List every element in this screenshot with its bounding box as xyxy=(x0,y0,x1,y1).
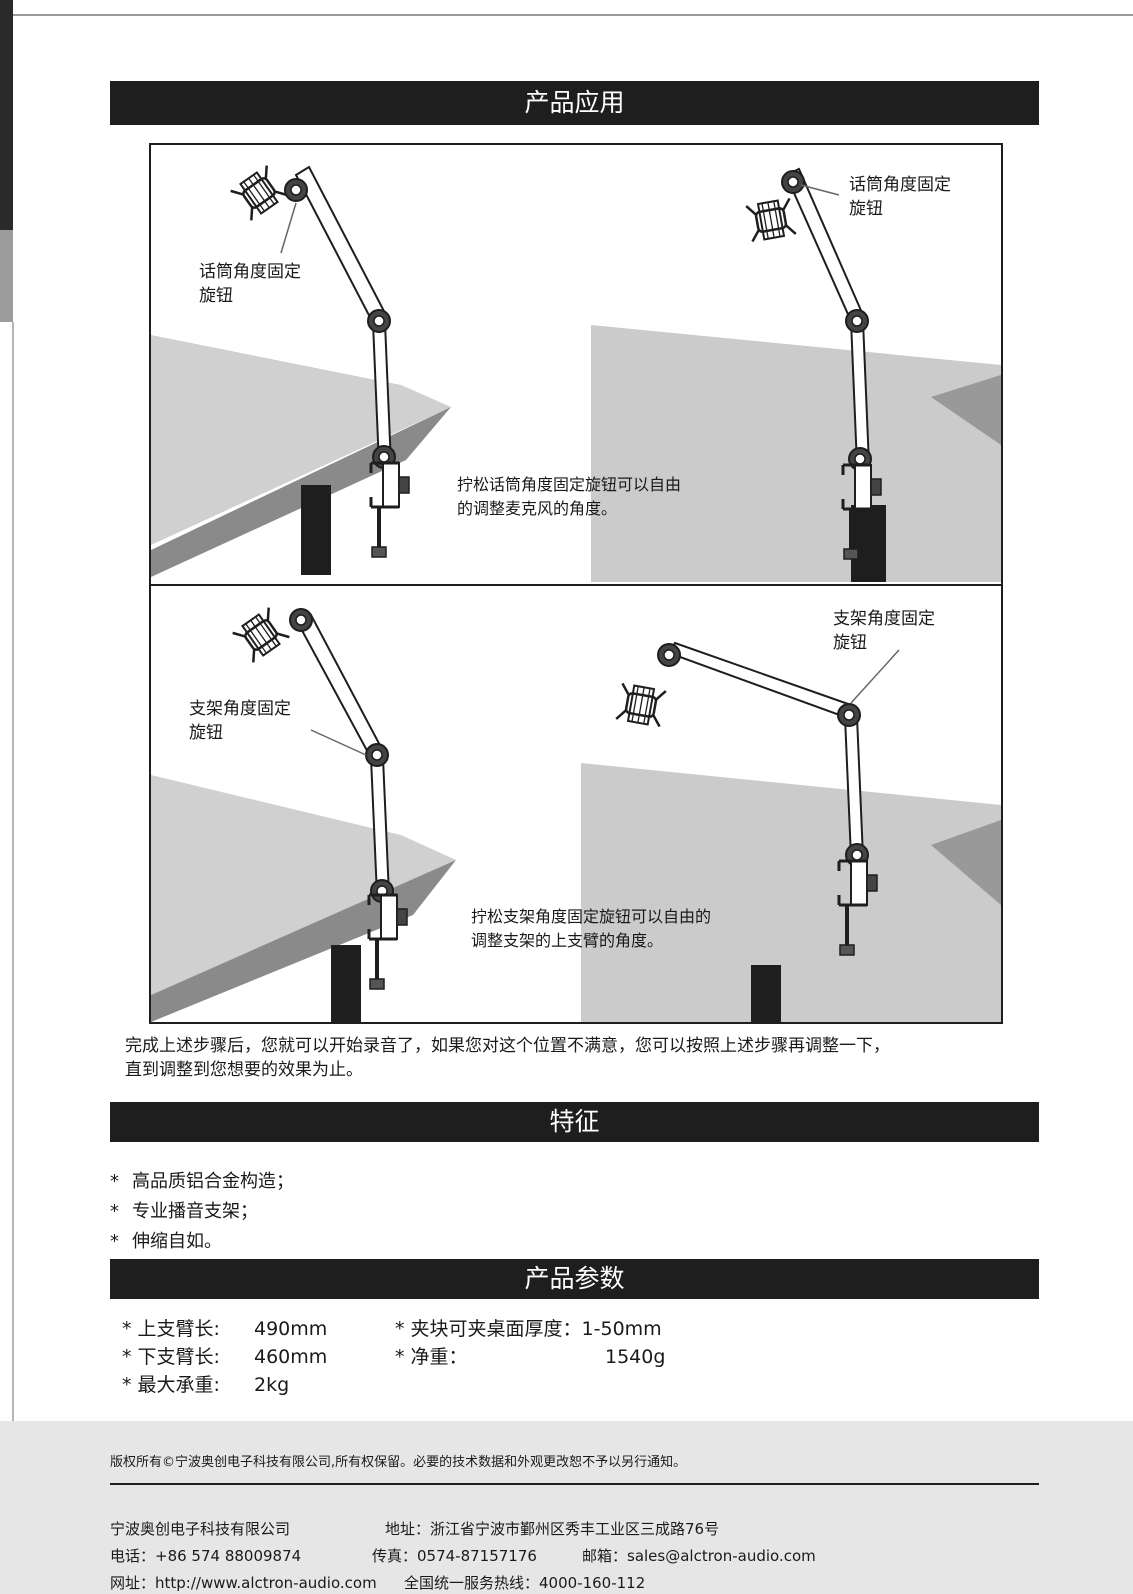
list-item: *专业播音支架； xyxy=(110,1201,258,1222)
feature-list: *高品质铝合金构造； *专业播音支架； *伸缩自如。 xyxy=(110,1167,294,1257)
callout-mic-knob-right: 话筒角度固定 旋钮 xyxy=(849,175,951,219)
section-title-features: 特征 xyxy=(110,1102,1039,1142)
company-address: 地址：浙江省宁波市鄞州区秀丰工业区三成路76号 xyxy=(385,1520,720,1538)
note-stand-angle: 拧松支架角度固定旋钮可以自由的 调整支架的上支臂的角度。 xyxy=(471,907,712,950)
service-hotline: 全国统一服务热线：4000-160-112 xyxy=(404,1574,646,1592)
spec-max-load: * 最大承重:2kg xyxy=(122,1374,290,1396)
side-tab-dark xyxy=(0,0,13,230)
spec-lower-arm: * 下支臂长:460mm xyxy=(122,1346,328,1368)
company-email[interactable]: 邮箱：sales@alctron-audio.com xyxy=(582,1547,816,1565)
note-mic-angle: 拧松话筒角度固定旋钮可以自由 的调整麦克风的角度。 xyxy=(457,475,682,518)
copyright-notice: 版权所有©宁波奥创电子科技有限公司,所有权保留。必要的技术数据和外观更改恕不予以… xyxy=(110,1455,687,1470)
section-title-params: 产品参数 xyxy=(110,1259,1039,1299)
spec-clamp-thickness: * 夹块可夹桌面厚度：1-50mm xyxy=(395,1318,662,1340)
stand-illustrations xyxy=(151,164,1001,1022)
company-phone: 电话：+86 574 88009874 xyxy=(110,1547,302,1565)
footer: 版权所有©宁波奥创电子科技有限公司,所有权保留。必要的技术数据和外观更改恕不予以… xyxy=(0,1421,1133,1594)
company-name: 宁波奥创电子科技有限公司 xyxy=(110,1520,291,1538)
summary-text: 完成上述步骤后，您就可以开始录音了，如果您对这个位置不满意，您可以按照上述步骤再… xyxy=(125,1036,890,1080)
company-website[interactable]: 网址：http://www.alctron-audio.com xyxy=(110,1574,377,1592)
spec-upper-arm: * 上支臂长:490mm xyxy=(122,1318,328,1340)
top-rule xyxy=(0,14,1133,16)
callout-stand-knob-left: 支架角度固定 旋钮 xyxy=(189,699,291,743)
callout-stand-knob-right: 支架角度固定 旋钮 xyxy=(833,609,935,653)
illustration-panel: 话筒角度固定 旋钮 话筒角度固定 旋钮 拧松话筒角度固定旋钮可以自由 的调整麦克… xyxy=(149,143,1003,1024)
spec-net-weight: * 净重：1540g xyxy=(395,1346,666,1368)
callout-mic-knob-left: 话筒角度固定 旋钮 xyxy=(199,262,301,306)
list-item: *高品质铝合金构造； xyxy=(110,1171,294,1192)
footer-rule xyxy=(110,1483,1039,1485)
section-title-application: 产品应用 xyxy=(110,81,1039,125)
side-rule xyxy=(12,322,14,1422)
list-item: *伸缩自如。 xyxy=(110,1231,222,1252)
panel-divider xyxy=(151,584,1001,586)
company-fax: 传真：0574-87157176 xyxy=(372,1547,537,1565)
side-tab-grey xyxy=(0,230,13,322)
